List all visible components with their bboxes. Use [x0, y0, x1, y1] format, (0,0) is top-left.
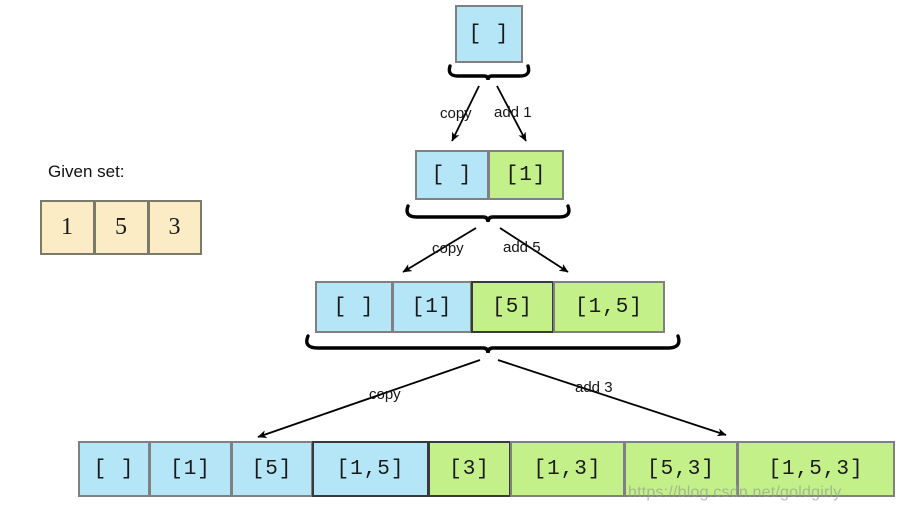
- level-2-cell-3: [1,5]: [553, 281, 665, 333]
- transition-0-copy-label: copy: [440, 105, 472, 122]
- brace-level-1: [405, 204, 571, 223]
- level-3-cell-1: [1]: [149, 441, 232, 497]
- level-1-cell-1: [1]: [488, 150, 564, 200]
- given-set-label: Given set:: [48, 162, 125, 181]
- level-3-cell-7: [1,5,3]: [737, 441, 895, 497]
- level-2-cell-1: [1]: [392, 281, 472, 333]
- transition-1-copy-label: copy: [432, 240, 464, 257]
- transition-2-copy-label: copy: [369, 386, 401, 403]
- transition-0-add-label: add 1: [494, 104, 532, 121]
- brace-level-2: [305, 334, 681, 354]
- watermark: https://blog.csdn.net/goldgirly: [628, 484, 842, 501]
- given-set-item-1: 5: [94, 200, 149, 255]
- transition-2-add-label: add 3: [575, 379, 613, 396]
- level-1-cell-0: [ ]: [415, 150, 489, 200]
- given-set-item-2: 3: [148, 200, 202, 255]
- level-0-cell-0: [ ]: [455, 5, 523, 63]
- level-3-cell-0: [ ]: [78, 441, 150, 497]
- level-3-cell-4: [3]: [428, 441, 511, 497]
- brace-level-0: [447, 64, 531, 81]
- given-set-item-0: 1: [40, 200, 95, 255]
- transition-1-add-label: add 5: [503, 239, 541, 256]
- level-3-cell-3: [1,5]: [312, 441, 429, 497]
- arrow-add-2: [497, 359, 727, 437]
- level-2-cell-0: [ ]: [315, 281, 393, 333]
- level-3-cell-5: [1,3]: [510, 441, 625, 497]
- level-3-cell-2: [5]: [231, 441, 313, 497]
- level-2-cell-2: [5]: [471, 281, 554, 333]
